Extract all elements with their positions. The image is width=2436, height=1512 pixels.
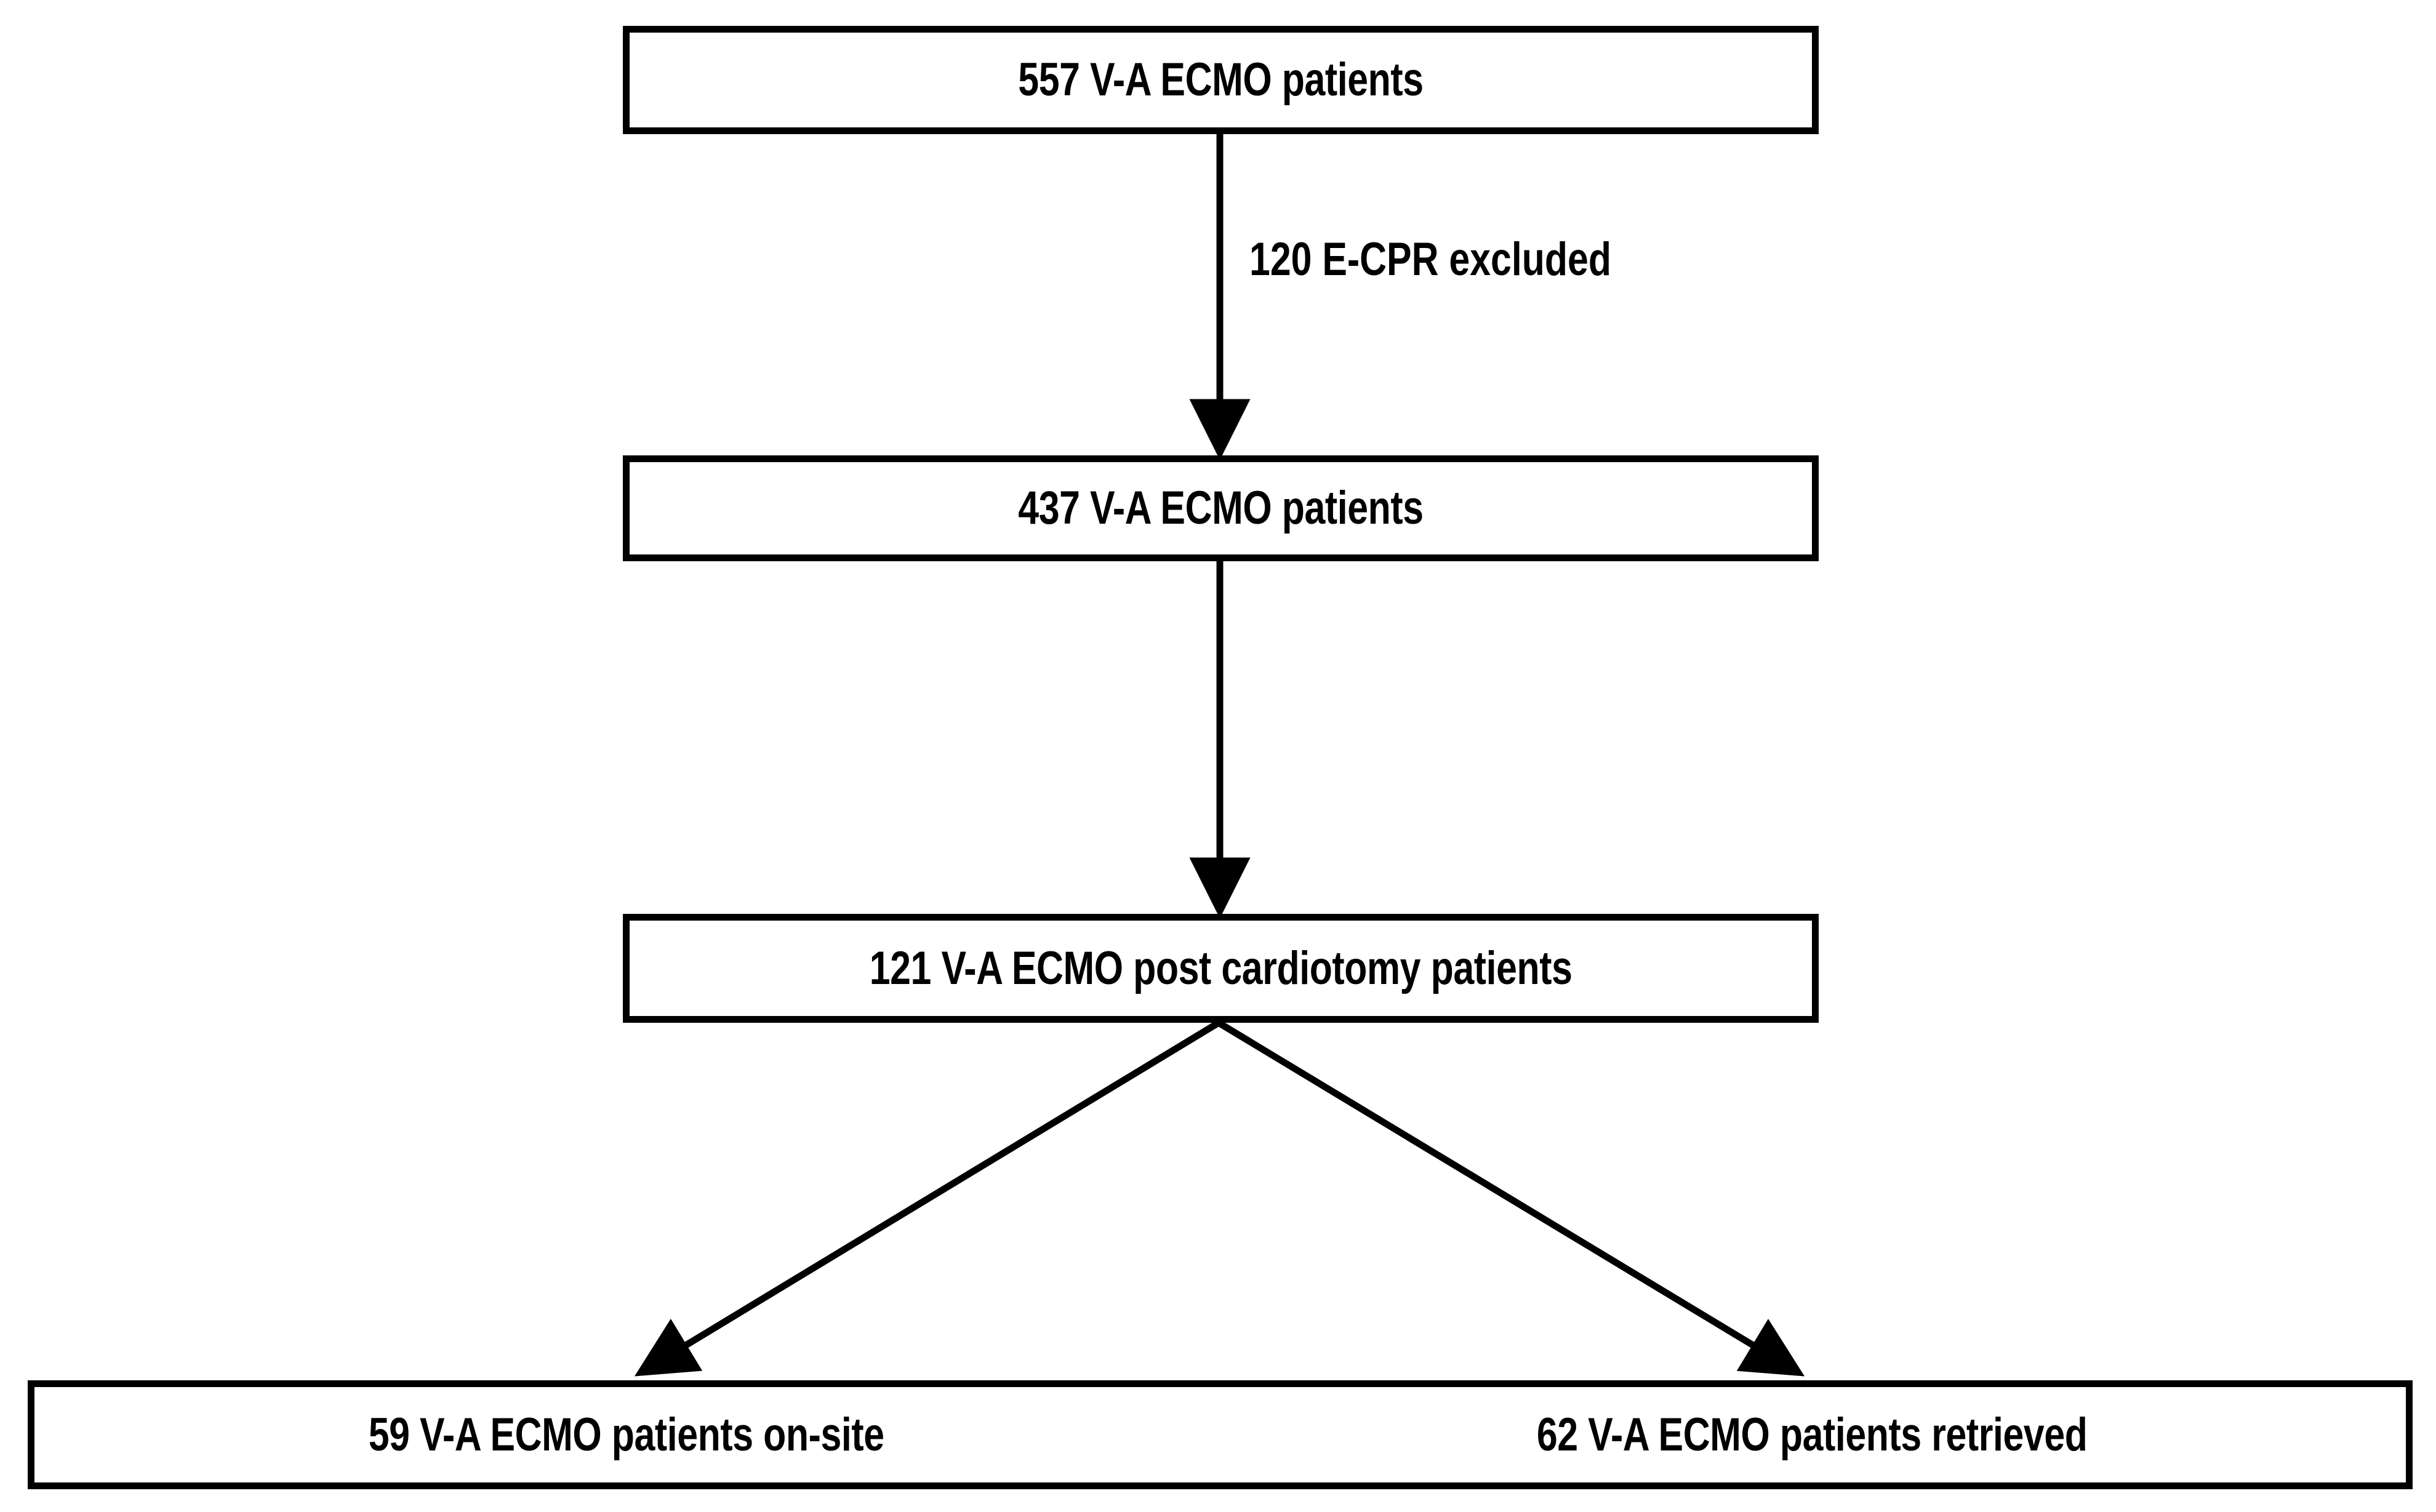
node-box-retrieved[interactable]: 62 V-A ECMO patients retrieved	[1219, 1380, 2413, 1489]
node-box-eligible[interactable]: 437 V-A ECMO patients	[623, 455, 1819, 561]
arrow-postcardiotomy-to-onsite	[634, 1020, 1220, 1377]
node-label-postcardiotomy: 121 V-A ECMO post cardiotomy patients	[869, 942, 1573, 994]
node-label-onsite: 59 V-A ECMO patients on-site	[369, 1408, 884, 1461]
edge-label-e-cpr-excluded: 120 E-CPR excluded	[1249, 233, 1611, 286]
arrow-postcardiotomy-to-retrieved	[1217, 1020, 1805, 1377]
node-label-eligible: 437 V-A ECMO patients	[1018, 482, 1424, 535]
node-box-postcardiotomy[interactable]: 121 V-A ECMO post cardiotomy patients	[623, 914, 1819, 1023]
node-box-total[interactable]: 557 V-A ECMO patients	[623, 26, 1819, 134]
node-box-onsite[interactable]: 59 V-A ECMO patients on-site	[28, 1380, 1225, 1489]
node-label-total: 557 V-A ECMO patients	[1018, 54, 1424, 106]
node-label-retrieved: 62 V-A ECMO patients retrieved	[1537, 1408, 2088, 1461]
